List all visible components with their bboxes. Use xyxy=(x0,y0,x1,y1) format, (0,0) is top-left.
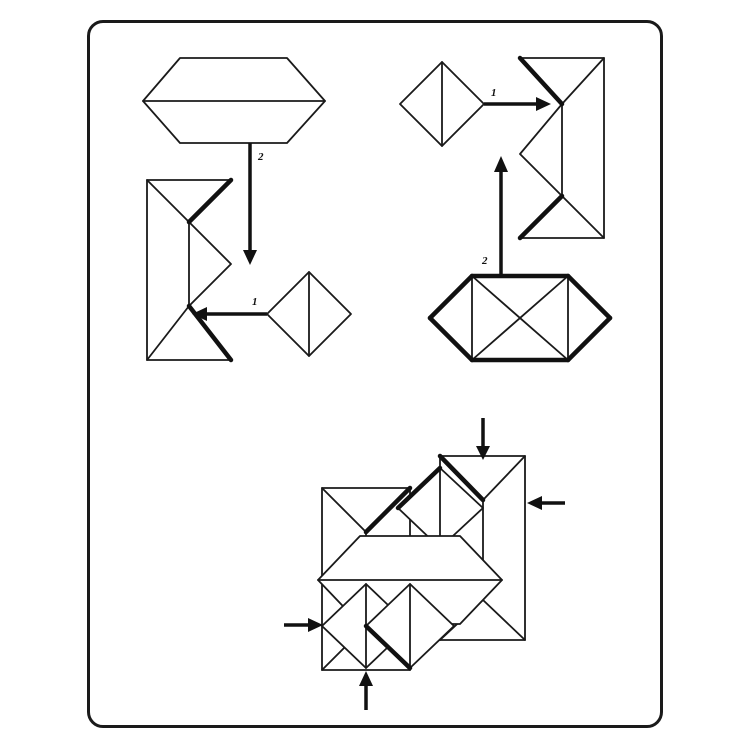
wide-hexagon-piece xyxy=(427,273,613,363)
lower-diamonds xyxy=(321,583,455,671)
arrow-top xyxy=(476,418,490,460)
notched-piece xyxy=(517,55,605,241)
step-label: 2 xyxy=(481,255,488,267)
arrow-down xyxy=(243,143,257,265)
top-right-panel: 1 2 xyxy=(399,55,613,363)
step-label: 1 xyxy=(252,296,258,308)
step-label: 2 xyxy=(257,151,264,163)
diamond-piece xyxy=(399,61,485,147)
notched-piece xyxy=(146,177,234,363)
arrow-right xyxy=(484,97,551,111)
upper-diamonds xyxy=(395,465,484,549)
arrow-up xyxy=(494,156,508,276)
arrow-left-in xyxy=(284,618,323,632)
hexagon-piece xyxy=(142,57,326,144)
arrow-left xyxy=(192,307,267,321)
step-label: 1 xyxy=(491,87,497,99)
diamond-piece xyxy=(266,271,352,357)
arrow-bottom xyxy=(359,671,373,710)
assembled-model xyxy=(284,418,565,710)
top-left-panel: 2 1 xyxy=(142,57,352,363)
arrow-right-in xyxy=(527,496,565,510)
